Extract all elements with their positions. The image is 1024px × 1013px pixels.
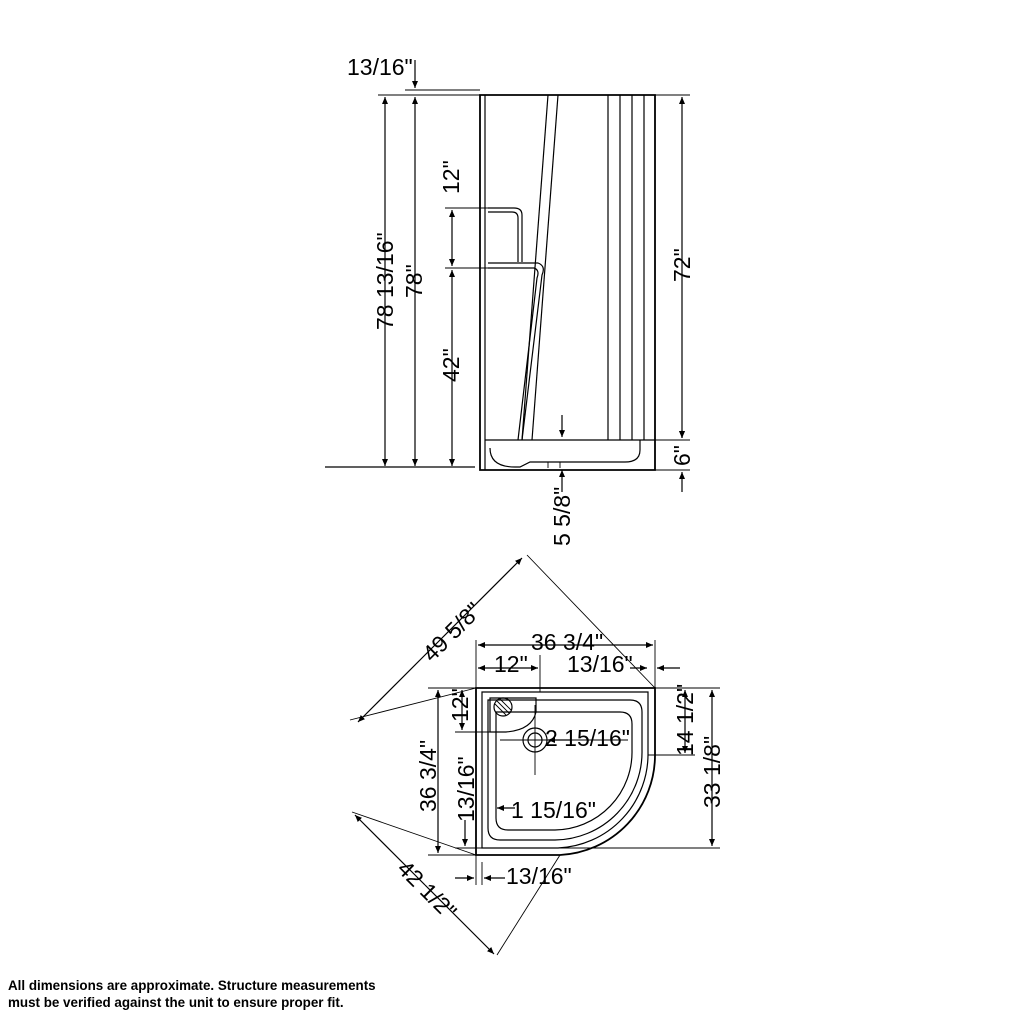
disclaimer-line-1: All dimensions are approximate. Structur… (8, 978, 376, 993)
label-bottom-flange: 13/16" (506, 863, 572, 889)
label-front-diagonal: 42 1/2" (392, 855, 461, 924)
label-depth: 36 3/4" (415, 740, 441, 812)
label-top-trim: 13/16" (347, 54, 413, 80)
label-right-depth: 33 1/8" (699, 736, 725, 808)
label-left-flange: 13/16" (453, 756, 479, 822)
label-shelf-width: 12" (494, 651, 528, 677)
label-base-offset: 5 5/8" (549, 487, 575, 546)
disclaimer-note: All dimensions are approximate. Structur… (8, 977, 376, 1011)
label-shelf-depth: 12" (447, 688, 473, 722)
label-width: 36 3/4" (531, 629, 603, 655)
label-seat-height: 42" (438, 348, 464, 382)
label-threshold: 1 15/16" (511, 797, 596, 823)
label-upper-shelf-spacing: 12" (438, 160, 464, 194)
label-overall-height: 78 13/16" (372, 232, 398, 330)
label-right-flange: 13/16" (567, 651, 633, 677)
label-panel-height: 72" (669, 248, 695, 282)
plan-view: 49 5/8" 36 3/4" 12" 13/16" 14 1/2" 2 15/… (349, 554, 725, 956)
label-wall-height: 78" (401, 264, 427, 298)
disclaimer-line-2: must be verified against the unit to ens… (8, 995, 344, 1010)
label-radius-offset: 14 1/2" (672, 684, 698, 756)
label-drain-diameter: 2 15/16" (545, 725, 630, 751)
label-base-height: 6" (669, 445, 695, 466)
elevation-view: 13/16" 78 13/16" 78" 12" 42" 72" 6" 5 5/… (325, 54, 695, 546)
